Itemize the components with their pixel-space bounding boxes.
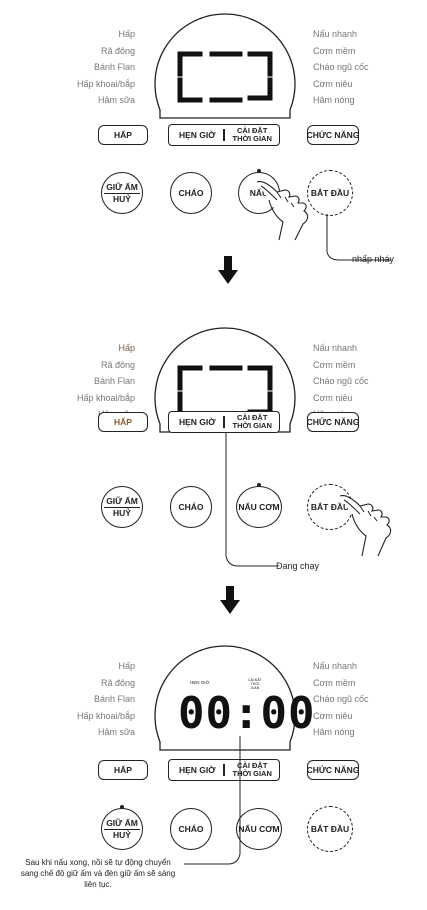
callout-text: Sau khi nấu xong, nồi sẽ tự động chuyển … — [20, 858, 176, 889]
callout-line — [225, 432, 278, 567]
chuc-nang-button[interactable]: CHỨC NĂNG — [307, 760, 359, 780]
hen-gio-label: HẸN GIỜ — [179, 765, 216, 775]
menu-item[interactable]: Hâm sữa — [97, 95, 135, 105]
down-arrow-icon — [220, 586, 240, 614]
menu-left: Hấp Rã đông Bánh Flan Hấp khoai/bắp Hâm … — [77, 658, 135, 741]
divider — [222, 129, 225, 141]
nau-com-button[interactable]: NẤU CƠM — [236, 808, 282, 850]
menu-right: Nấu nhanh Cơm mềm Cháo ngũ cốc Cơm niêu … — [313, 26, 369, 109]
nau-button[interactable]: NẤU — [238, 169, 280, 214]
hand-icon — [339, 495, 392, 557]
display-cai-dat-indicator: CÀI ĐẶT THỜI GIAN — [248, 678, 262, 690]
hen-gio-label: HẸN GIỜ — [179, 417, 216, 427]
menu-item[interactable]: Cháo ngũ cốc — [313, 694, 369, 704]
display-dial — [154, 645, 296, 751]
hap-button[interactable]: HẤP — [98, 412, 148, 432]
nau-com-button[interactable]: NẤU CƠM — [236, 483, 282, 528]
menu-item[interactable]: Hấp khoai/bắp — [76, 710, 135, 721]
display-hen-gio-indicator: HẸN GIỜ — [190, 680, 210, 685]
panel-step-3: Hấp Rã đông Bánh Flan Hấp khoai/bắp Hâm … — [0, 640, 427, 910]
display-dashes — [177, 51, 273, 103]
menu-item[interactable]: Hấp — [118, 661, 135, 671]
menu-item[interactable]: Cơm mềm — [313, 359, 356, 370]
down-arrow-icon — [218, 256, 238, 284]
menu-left: Hấp Rã đông Bánh Flan Hấp khoai/bắp Hâm … — [77, 340, 135, 423]
menu-item[interactable]: Bánh Flan — [93, 62, 135, 72]
chao-button[interactable]: CHÁO — [170, 486, 212, 528]
menu-item[interactable]: Cơm niêu — [313, 392, 353, 403]
chao-button[interactable]: CHÁO — [170, 172, 212, 214]
menu-left: Hấp Rã đông Bánh Flan Hấp khoai/bắp Hâm … — [77, 26, 135, 109]
hap-button[interactable]: HẤP — [98, 760, 148, 780]
menu-item[interactable]: Hấp khoai/bắp — [76, 392, 135, 403]
menu-item[interactable]: Hấp — [118, 343, 135, 353]
menu-item[interactable]: Hâm nóng — [313, 727, 355, 737]
menu-item[interactable]: Cơm mềm — [313, 677, 356, 688]
menu-item[interactable]: Hấp khoai/bắp — [76, 78, 135, 89]
callout-line — [184, 736, 241, 865]
menu-item[interactable]: Hâm sữa — [97, 727, 135, 737]
menu-item[interactable]: Bánh Flan — [93, 694, 135, 704]
menu-item[interactable]: Hâm nóng — [313, 95, 355, 105]
chuc-nang-button[interactable]: CHỨC NĂNG — [307, 125, 359, 145]
menu-item[interactable]: Bánh Flan — [93, 376, 135, 386]
divider — [222, 416, 225, 428]
menu-item[interactable]: Cơm mềm — [313, 45, 356, 56]
menu-right: Nấu nhanh Cơm mềm Cháo ngũ cốc Cơm niêu … — [313, 658, 369, 741]
menu-item[interactable]: Nấu nhanh — [313, 29, 358, 39]
callout-text: nhấp nháy — [352, 254, 395, 264]
chao-button[interactable]: CHÁO — [170, 808, 212, 850]
panel-step-1: Hấp Rã đông Bánh Flan Hấp khoai/bắp Hâm … — [0, 0, 427, 270]
chuc-nang-button[interactable]: CHỨC NĂNG — [307, 412, 359, 432]
menu-item[interactable]: Nấu nhanh — [313, 661, 358, 671]
menu-right: Nấu nhanh Cơm mềm Cháo ngũ cốc Cơm niêu … — [313, 340, 369, 423]
bat-dau-button[interactable]: BẮT ĐẦU — [307, 806, 353, 852]
menu-item[interactable]: Rã đông — [100, 45, 135, 56]
display-dial — [154, 13, 296, 119]
menu-item[interactable]: Rã đông — [100, 677, 135, 688]
hen-gio-label: HẸN GIỜ — [179, 130, 216, 140]
menu-item[interactable]: Nấu nhanh — [313, 343, 358, 353]
bat-dau-button[interactable]: BẮT ĐẦU — [307, 484, 353, 530]
divider — [222, 764, 225, 776]
panel-step-2: Hấp Rã đông Bánh Flan Hấp khoai/bắp Hâm … — [0, 320, 427, 590]
hand-icon — [256, 181, 309, 241]
bat-dau-button[interactable]: BẮT ĐẦU — [307, 170, 353, 216]
callout-text: Đang chạy — [276, 561, 320, 571]
display-time: 00:00 — [178, 688, 316, 739]
menu-item[interactable]: Hấp — [118, 29, 135, 39]
menu-item[interactable]: Cháo ngũ cốc — [313, 62, 369, 72]
menu-item[interactable]: Cơm niêu — [313, 710, 353, 721]
callout-line — [326, 214, 391, 261]
hap-button[interactable]: HẤP — [98, 125, 148, 145]
menu-item[interactable]: Cháo ngũ cốc — [313, 376, 369, 386]
menu-item[interactable]: Cơm niêu — [313, 78, 353, 89]
display-dashes — [177, 365, 273, 417]
menu-item[interactable]: Rã đông — [100, 359, 135, 370]
